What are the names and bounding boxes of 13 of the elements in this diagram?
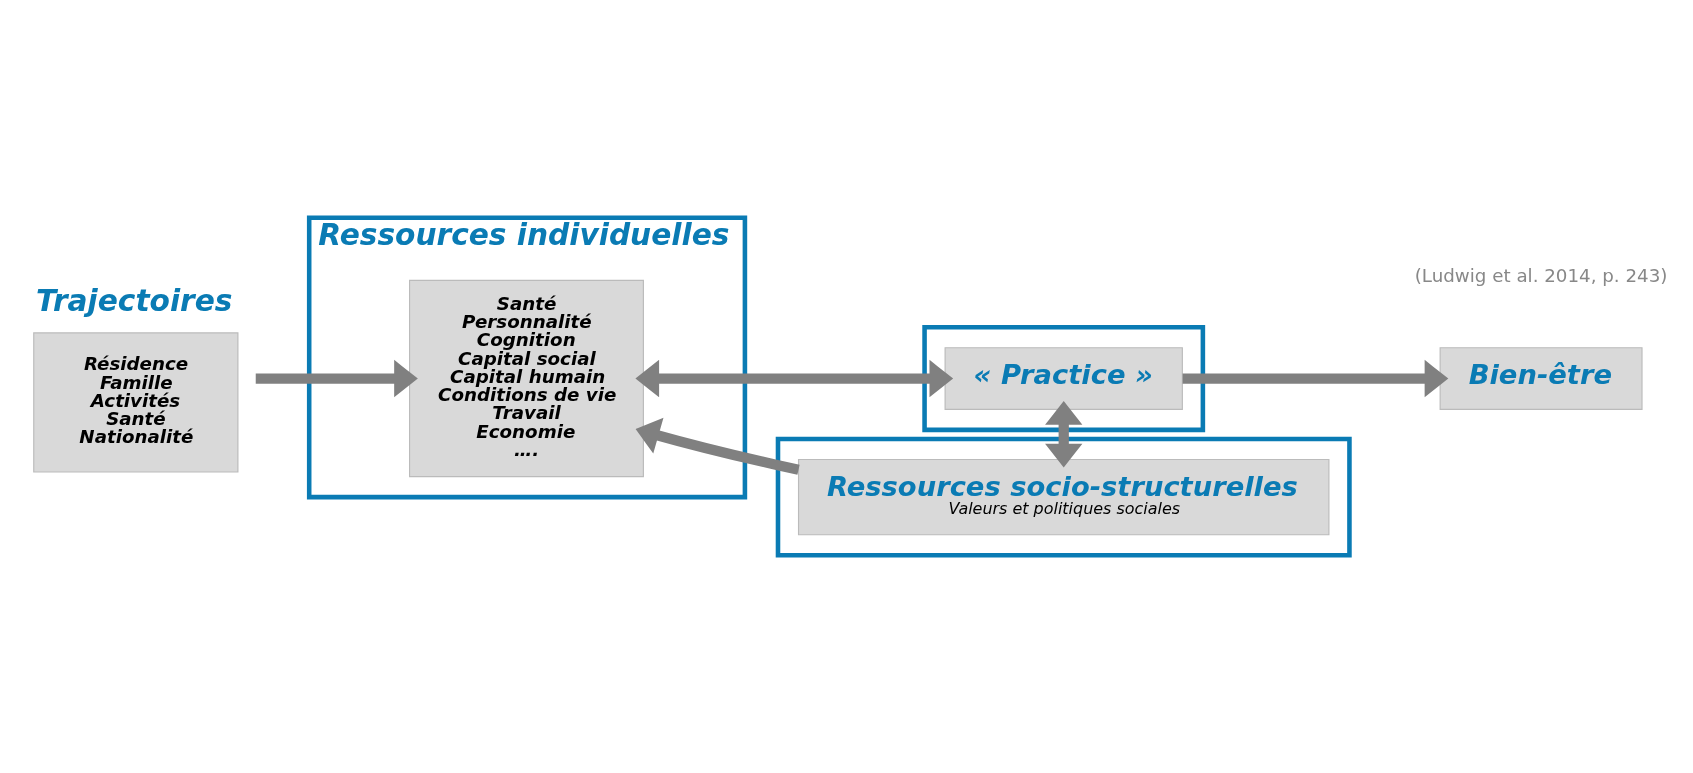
node-box: « Practice » bbox=[944, 347, 1183, 410]
arrow bbox=[635, 417, 800, 475]
node-box: Ressources socio-structurelles Valeurs et politiques sociales bbox=[797, 458, 1329, 536]
node-label: Trajectoires bbox=[35, 282, 232, 318]
arrow bbox=[1182, 359, 1448, 398]
node-box: Bien-être bbox=[1439, 347, 1643, 410]
arrow bbox=[1044, 401, 1082, 468]
arrow bbox=[634, 359, 953, 398]
arrow bbox=[255, 359, 418, 398]
node-box: Santé Personnalité Cognition Capital social Capital humain Conditions de vie Travail Economie …. bbox=[408, 279, 644, 478]
label: (Ludwig et al. 2014, p. 243) bbox=[1414, 265, 1667, 287]
cluster bbox=[921, 324, 1205, 433]
cluster bbox=[775, 436, 1352, 558]
